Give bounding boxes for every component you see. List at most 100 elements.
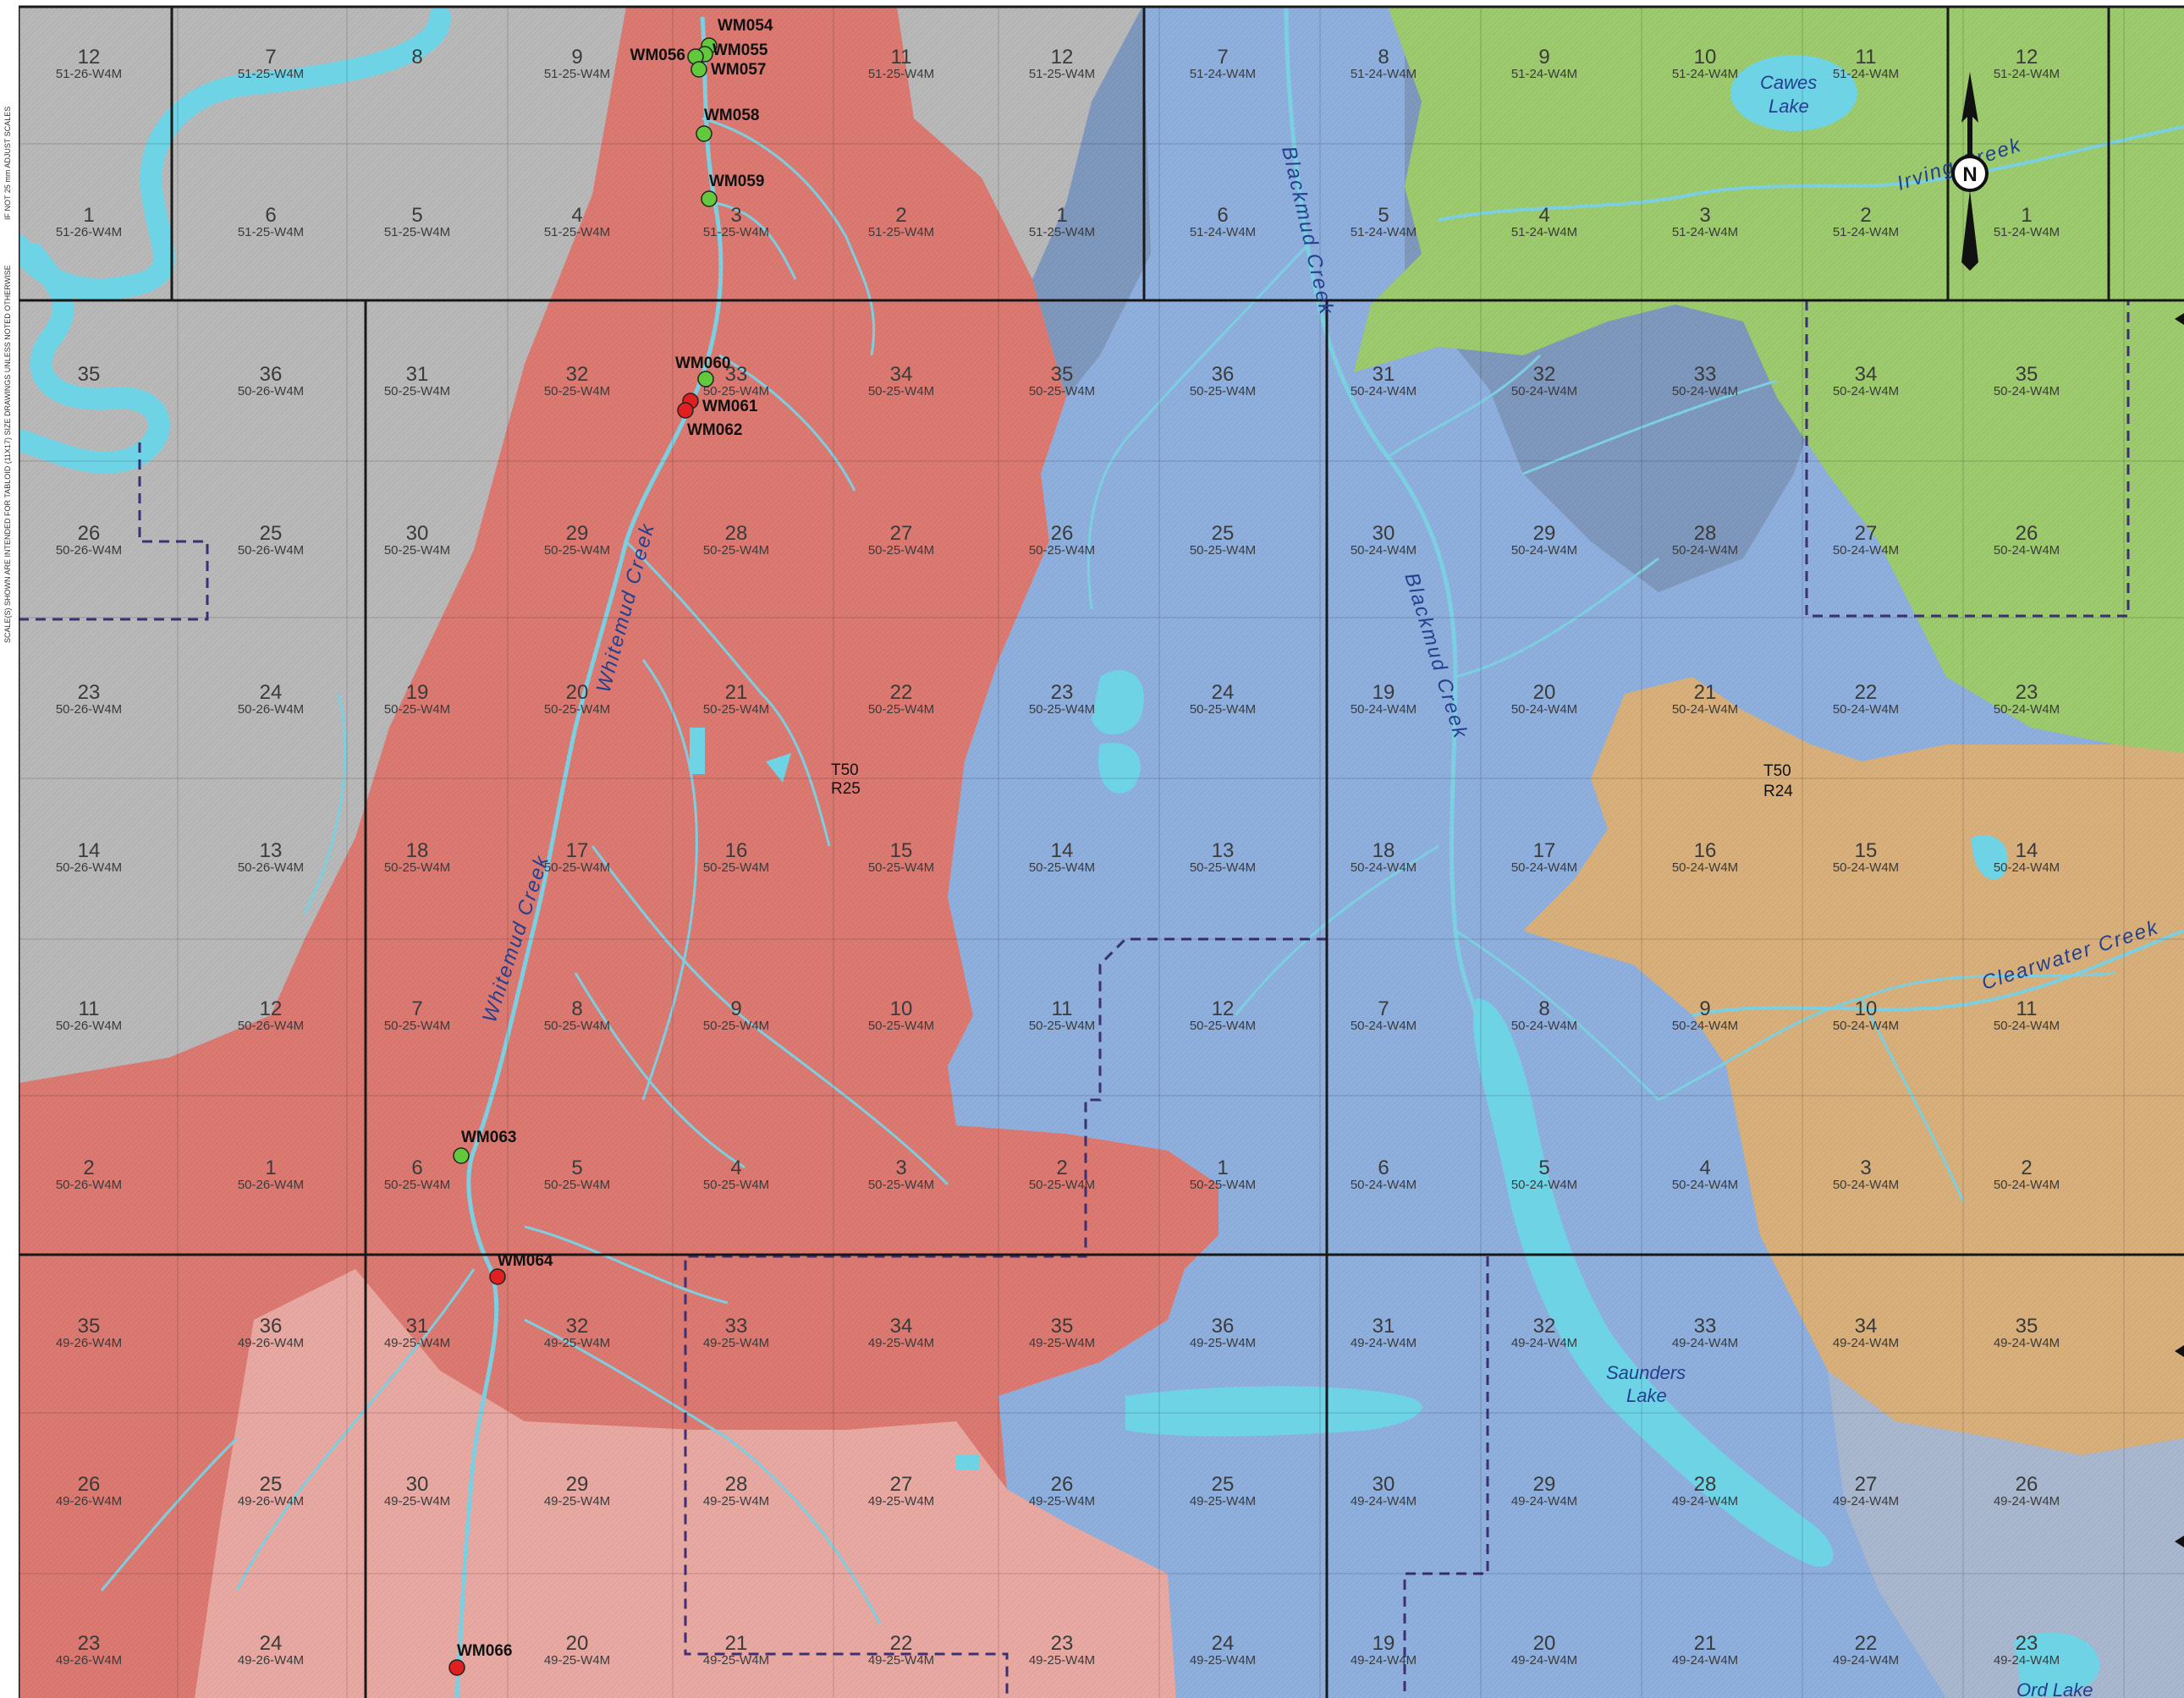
section-number: 9 xyxy=(571,46,582,69)
north-arrow-label: N xyxy=(1962,163,1977,186)
section-code: 50-25-W4M xyxy=(1029,1178,1095,1192)
section-code: 51-24-W4M xyxy=(1833,225,1899,239)
section-code: 49-24-W4M xyxy=(1833,1653,1899,1668)
site-marker-wm057[interactable] xyxy=(690,61,707,78)
section-number: 35 xyxy=(2016,1315,2038,1338)
section-number: 33 xyxy=(725,363,748,386)
section-number: 20 xyxy=(566,681,589,704)
section-number: 10 xyxy=(1855,997,1878,1020)
monitoring-sites: WM054WM055WM056WM057WM058WM059WM060WM061… xyxy=(448,17,773,1676)
section-number: 8 xyxy=(1378,46,1389,69)
section-code: 50-24-W4M xyxy=(1994,702,2060,717)
section-number: 29 xyxy=(566,1473,589,1496)
section-code: 50-25-W4M xyxy=(544,1019,610,1033)
section-number: 2 xyxy=(2021,1157,2032,1179)
stream-blackmud-creek xyxy=(1284,6,1479,1016)
section-code: 50-25-W4M xyxy=(703,384,769,398)
section-number: 10 xyxy=(890,997,913,1020)
section-number: 12 xyxy=(1212,997,1235,1020)
section-code: 49-25-W4M xyxy=(1029,1494,1095,1508)
north-arrow-bottom-icon xyxy=(1961,190,1978,271)
section-code: 50-24-W4M xyxy=(1672,384,1738,398)
north-arrow[interactable]: N xyxy=(1951,72,1989,271)
section-code: 49-25-W4M xyxy=(1190,1653,1256,1668)
section-number: 22 xyxy=(890,1632,913,1655)
section-code: 50-25-W4M xyxy=(384,384,450,398)
section-number: 35 xyxy=(2016,363,2038,386)
section-code: 49-26-W4M xyxy=(238,1336,304,1350)
site-marker-wm058[interactable] xyxy=(696,125,712,142)
site-marker-wm060[interactable] xyxy=(697,371,714,387)
section-code: 51-24-W4M xyxy=(1190,67,1256,81)
section-number: 21 xyxy=(725,1632,748,1655)
section-code: 50-24-W4M xyxy=(1833,1178,1899,1192)
section-number: 23 xyxy=(78,1632,101,1655)
section-code: 50-25-W4M xyxy=(1029,1019,1095,1033)
section-code: 50-25-W4M xyxy=(384,860,450,875)
section-code: 50-24-W4M xyxy=(1994,384,2060,398)
section-number: 29 xyxy=(566,522,589,545)
site-label-wm062: WM062 xyxy=(687,421,742,439)
section-code: 50-24-W4M xyxy=(1672,860,1738,875)
section-code: 50-25-W4M xyxy=(384,543,450,558)
section-code: 49-25-W4M xyxy=(703,1653,769,1668)
section-number: 27 xyxy=(1855,1473,1878,1496)
scale-disclaimer: SCALE(S) SHOWN ARE INTENDED FOR TABLOID … xyxy=(3,265,12,643)
north-arrow-top-icon xyxy=(1961,72,1978,123)
section-number: 18 xyxy=(406,839,429,862)
section-code: 50-24-W4M xyxy=(1994,543,2060,558)
section-code: 50-25-W4M xyxy=(868,543,934,558)
section-code: 50-24-W4M xyxy=(1511,384,1577,398)
section-code: 50-24-W4M xyxy=(1351,543,1417,558)
section-number: 34 xyxy=(1855,1315,1878,1338)
section-number: 3 xyxy=(1699,204,1710,227)
site-label-wm057: WM057 xyxy=(711,61,766,79)
section-number: 23 xyxy=(2016,1632,2038,1655)
section-number: 11 xyxy=(891,46,912,69)
section-number: 31 xyxy=(1373,1315,1395,1338)
lake-pond-2 xyxy=(1098,743,1141,794)
section-code: 50-24-W4M xyxy=(1672,1178,1738,1192)
lake-pond-4 xyxy=(766,753,791,783)
section-code: 50-24-W4M xyxy=(1833,702,1899,717)
section-code: 50-25-W4M xyxy=(1190,384,1256,398)
section-number: 26 xyxy=(1051,522,1074,545)
section-code: 49-25-W4M xyxy=(703,1494,769,1508)
site-marker-wm066[interactable] xyxy=(448,1659,465,1676)
site-marker-wm059[interactable] xyxy=(701,190,718,207)
section-code: 49-24-W4M xyxy=(1511,1494,1577,1508)
section-number: 36 xyxy=(260,1315,283,1338)
site-marker-wm063[interactable] xyxy=(453,1147,470,1164)
site-label-wm066: WM066 xyxy=(457,1642,512,1660)
section-code: 51-25-W4M xyxy=(868,225,934,239)
section-number: 11 xyxy=(2016,997,2038,1020)
site-marker-wm064[interactable] xyxy=(489,1268,506,1285)
section-number: 36 xyxy=(1212,363,1235,386)
section-number: 22 xyxy=(1855,1632,1878,1655)
section-code: 50-25-W4M xyxy=(1190,702,1256,717)
section-number: 2 xyxy=(83,1157,94,1179)
section-code: 50-25-W4M xyxy=(1029,543,1095,558)
river-north-saskatchewan-loop xyxy=(8,243,170,474)
section-number: 25 xyxy=(260,1473,283,1496)
section-code: 51-25-W4M xyxy=(384,225,450,239)
stream-irving-creek xyxy=(1438,125,2184,222)
section-code: 51-25-W4M xyxy=(703,225,769,239)
site-marker-wm062[interactable] xyxy=(677,402,694,419)
section-number: 1 xyxy=(2021,204,2032,227)
river-north-saskatchewan xyxy=(8,6,451,300)
section-code: 51-24-W4M xyxy=(1672,225,1738,239)
section-number: 30 xyxy=(1373,522,1395,545)
section-number: 26 xyxy=(2016,1473,2038,1496)
lake-label-saunders-2: Lake xyxy=(1626,1385,1667,1406)
township-label-t50-r25: T50 xyxy=(831,761,859,779)
section-number: 8 xyxy=(571,997,582,1020)
lake-ord xyxy=(2014,1632,2100,1698)
section-code: 50-24-W4M xyxy=(1672,1019,1738,1033)
site-label-wm054: WM054 xyxy=(718,17,773,35)
section-code: 51-25-W4M xyxy=(1029,225,1095,239)
section-code: 50-24-W4M xyxy=(1833,860,1899,875)
section-code: 51-24-W4M xyxy=(1511,67,1577,81)
section-code: 50-24-W4M xyxy=(1833,384,1899,398)
